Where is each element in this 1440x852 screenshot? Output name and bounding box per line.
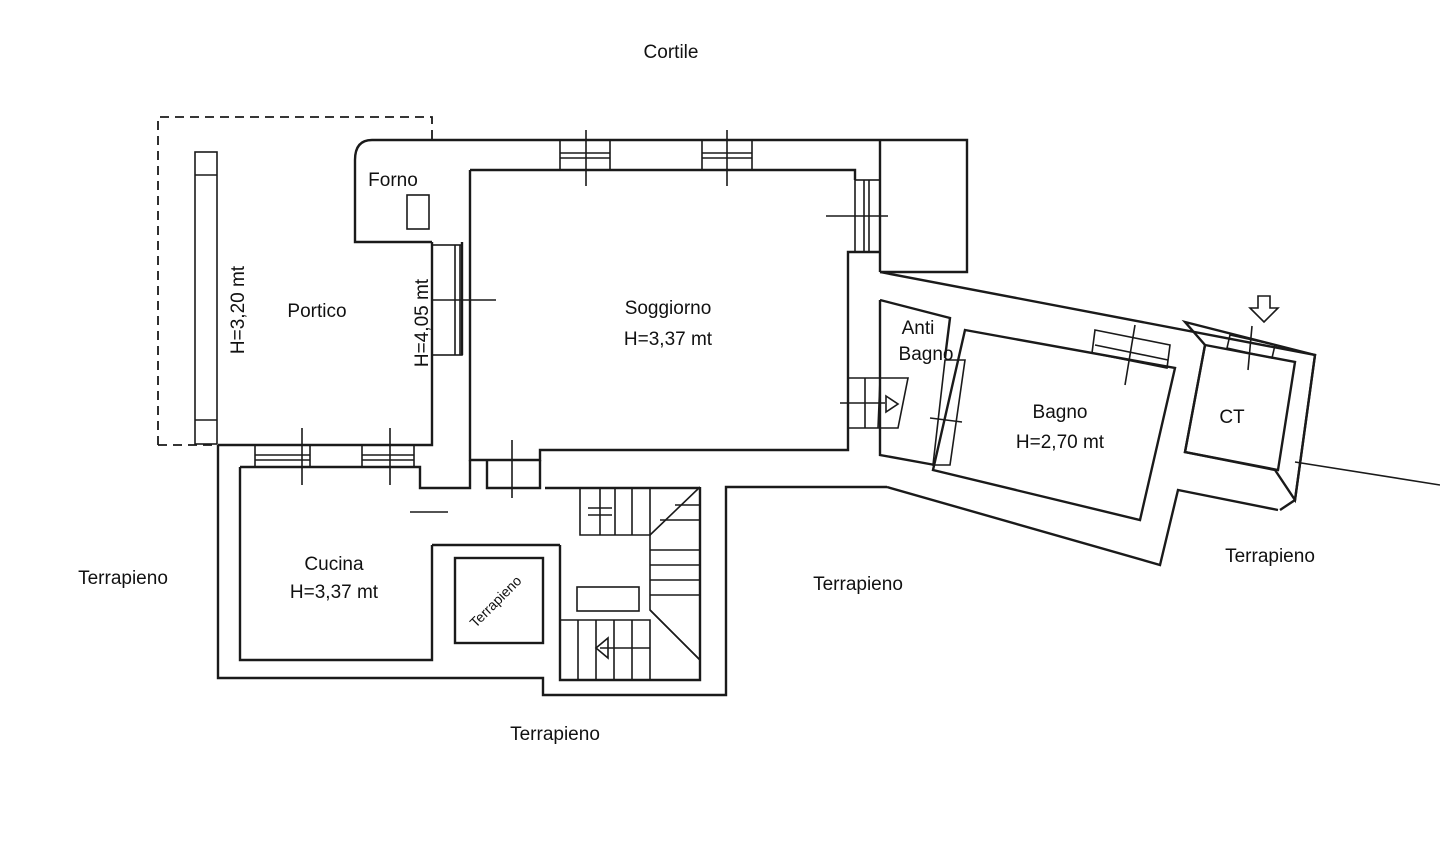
label-bagno: Bagno <box>1033 402 1088 423</box>
label-bagno-height: H=2,70 mt <box>1016 432 1105 453</box>
label-forno: Forno <box>368 170 418 191</box>
east-wing <box>840 270 1440 567</box>
cucina-window-2 <box>361 444 415 468</box>
label-cucina-height: H=3,37 mt <box>290 582 379 603</box>
label-soggiorno-height: H=3,37 mt <box>624 329 713 350</box>
door-arrow-icon <box>885 394 900 414</box>
label-terrapieno-inner: Terrapieno <box>466 572 524 630</box>
labels: Cortile Forno Portico H=3,20 mt H=4,05 m… <box>78 42 1315 745</box>
bagno-room <box>931 328 1177 522</box>
label-terrapieno-left: Terrapieno <box>78 568 168 589</box>
label-terrapieno-center: Terrapieno <box>813 574 903 595</box>
label-soggiorno: Soggiorno <box>625 298 712 319</box>
label-portico: Portico <box>287 301 346 322</box>
stairs-area <box>485 440 702 682</box>
stair-landing <box>576 586 640 612</box>
label-terrapieno-right: Terrapieno <box>1225 546 1315 567</box>
antibagno-door <box>847 377 909 429</box>
oven-block <box>406 194 430 230</box>
label-portico-height-2: H=4,05 mt <box>412 278 433 367</box>
label-cortile: Cortile <box>644 42 699 63</box>
forno-room <box>353 138 432 244</box>
portico-column <box>194 151 218 445</box>
label-ct: CT <box>1219 407 1245 428</box>
cucina-room <box>240 460 560 547</box>
label-portico-height: H=3,20 mt <box>228 265 249 354</box>
label-anti-bagno: Bagno <box>899 344 954 365</box>
label-terrapieno-bottom: Terrapieno <box>510 724 600 745</box>
label-cucina: Cucina <box>304 554 364 575</box>
terrapieno-inner-box <box>453 556 545 645</box>
stairs-arrow-icon <box>594 636 609 660</box>
label-anti: Anti <box>902 318 935 339</box>
windows <box>254 130 888 485</box>
entrance-arrow-icon <box>1248 295 1280 324</box>
portico-area <box>157 116 433 446</box>
window-1 <box>559 139 611 171</box>
